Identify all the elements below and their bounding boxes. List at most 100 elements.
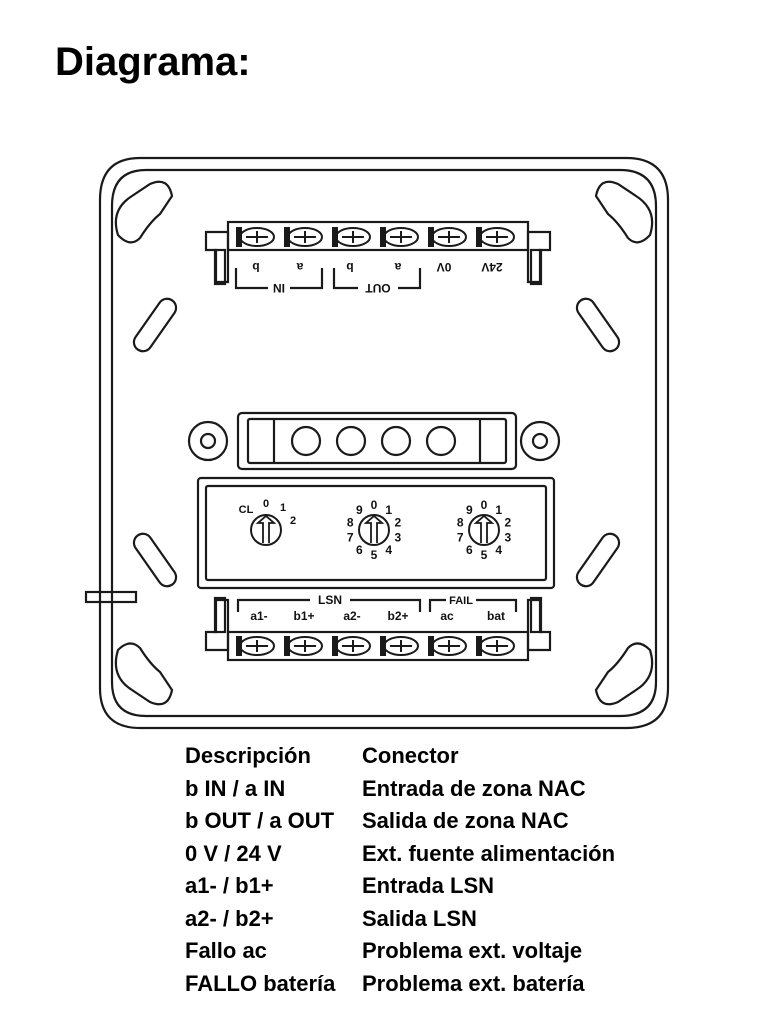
terminal-screw bbox=[380, 636, 419, 656]
connector-pin bbox=[335, 425, 367, 457]
legend-row: a2- / b2+ Salida LSN bbox=[185, 903, 615, 936]
legend-connector: Salida LSN bbox=[362, 905, 477, 931]
legend-row: Fallo ac Problema ext. voltaje bbox=[185, 935, 615, 968]
dial-digit: 5 bbox=[481, 548, 488, 562]
mount-oval-hole-left-upper bbox=[132, 297, 178, 353]
legend-row: 0 V / 24 V Ext. fuente alimentación bbox=[185, 838, 615, 871]
terminal-screw bbox=[428, 636, 467, 656]
group-label-lsn: LSN bbox=[318, 593, 342, 607]
legend-row: b OUT / a OUT Salida de zona NAC bbox=[185, 805, 615, 838]
dial-digit: 5 bbox=[371, 548, 378, 562]
group-label-out: OUT bbox=[365, 281, 391, 295]
legend-connector: Problema ext. voltaje bbox=[362, 938, 583, 964]
group-label-in: IN bbox=[273, 281, 285, 295]
dial-digit: 1 bbox=[495, 503, 502, 517]
dial-digit: 4 bbox=[385, 543, 392, 557]
terminal-screw bbox=[332, 636, 371, 656]
bottom-terminal-label: ac bbox=[440, 609, 454, 623]
top-terminal-label: a bbox=[394, 260, 401, 274]
dial-digit: 3 bbox=[394, 531, 401, 545]
dial-digit: 6 bbox=[356, 543, 363, 557]
legend-row: FALLO batería Problema ext. batería bbox=[185, 968, 615, 1001]
bottom-terminal-label: a1- bbox=[250, 609, 267, 623]
terminal-screw bbox=[380, 227, 419, 247]
legend-connector: Entrada de zona NAC bbox=[362, 775, 586, 801]
rotary-dial bbox=[250, 514, 282, 546]
dial-digit: 2 bbox=[394, 515, 401, 529]
group-label-fail: FAIL bbox=[449, 595, 473, 607]
dial-digit: 7 bbox=[347, 531, 354, 545]
corner-slot-bottom-left bbox=[114, 642, 174, 706]
corner-slot-bottom-right bbox=[594, 642, 654, 706]
dial-digit: 2 bbox=[504, 515, 511, 529]
terminal-screw bbox=[332, 227, 371, 247]
bracket-in bbox=[234, 268, 324, 290]
top-terminal-label: b bbox=[252, 260, 259, 274]
dial-digit: 4 bbox=[495, 543, 502, 557]
legend-row: a1- / b1+ Entrada LSN bbox=[185, 870, 615, 903]
connector-legend: Descripción Conector b IN / a IN Entrada … bbox=[185, 740, 615, 1000]
bracket-lsn bbox=[236, 598, 422, 612]
plate-outline bbox=[98, 156, 670, 730]
rotary-dial bbox=[358, 514, 390, 546]
mount-oval-hole-right-lower bbox=[575, 532, 621, 588]
screw-right bbox=[519, 420, 561, 462]
legend-description: Fallo ac bbox=[185, 938, 267, 964]
legend-description: FALLO batería bbox=[185, 970, 336, 996]
terminal-screw bbox=[284, 636, 323, 656]
legend-description: b IN / a IN bbox=[185, 775, 286, 801]
terminal-screw bbox=[236, 227, 275, 247]
dial-digit: 0 bbox=[371, 498, 378, 512]
mount-oval-hole-left-lower bbox=[132, 532, 178, 588]
corner-slot-top-left bbox=[114, 180, 174, 244]
terminal-screw bbox=[476, 227, 515, 247]
dial-digit: 1 bbox=[385, 503, 392, 517]
dial-digit: 1 bbox=[280, 502, 286, 514]
terminal-screw bbox=[236, 636, 275, 656]
top-terminal-label: b bbox=[346, 260, 353, 274]
connector-pin bbox=[425, 425, 457, 457]
terminal-screw bbox=[428, 227, 467, 247]
dial-digit: 0 bbox=[263, 498, 269, 510]
dial-digit: 0 bbox=[481, 498, 488, 512]
legend-description: 0 V / 24 V bbox=[185, 840, 282, 866]
bottom-terminal-label: b2+ bbox=[387, 609, 408, 623]
dial-digit: CL bbox=[239, 504, 254, 516]
dial-digit: 2 bbox=[290, 515, 296, 527]
legend-connector: Ext. fuente alimentación bbox=[362, 840, 616, 866]
dial-panel bbox=[196, 476, 556, 590]
corner-slot-top-right bbox=[594, 180, 654, 244]
terminal-screw bbox=[284, 227, 323, 247]
bracket-fail bbox=[428, 598, 518, 612]
top-terminal-label: a bbox=[296, 260, 303, 274]
top-terminal-screws bbox=[236, 227, 515, 247]
connector-housing bbox=[236, 411, 518, 471]
legend-description: a2- / b2+ bbox=[185, 905, 274, 931]
connector-pins bbox=[290, 425, 457, 457]
dial-digit: 9 bbox=[466, 503, 473, 517]
dial-digit: 9 bbox=[356, 503, 363, 517]
rotary-dial bbox=[468, 514, 500, 546]
page-title: Diagrama: bbox=[55, 40, 251, 84]
legend-connector: Salida de zona NAC bbox=[362, 808, 569, 834]
dial-digit: 6 bbox=[466, 543, 473, 557]
legend-connector: Entrada LSN bbox=[362, 873, 495, 899]
legend-description: b OUT / a OUT bbox=[185, 808, 335, 834]
dial-digit: 8 bbox=[347, 515, 354, 529]
dial-digit: 7 bbox=[457, 531, 464, 545]
legend-description: a1- / b1+ bbox=[185, 873, 274, 899]
connector-pin bbox=[380, 425, 412, 457]
connector-pin bbox=[290, 425, 322, 457]
legend-header-connector: Conector bbox=[362, 743, 459, 769]
bottom-terminal-label: b1+ bbox=[293, 609, 314, 623]
dial-digit: 3 bbox=[504, 531, 511, 545]
terminal-screw bbox=[476, 636, 515, 656]
top-terminal-label: 0V bbox=[437, 260, 452, 274]
legend-row: b IN / a IN Entrada de zona NAC bbox=[185, 773, 615, 806]
bracket-out bbox=[332, 268, 422, 290]
legend-header-description: Descripción bbox=[185, 743, 311, 769]
legend-connector: Problema ext. batería bbox=[362, 970, 585, 996]
